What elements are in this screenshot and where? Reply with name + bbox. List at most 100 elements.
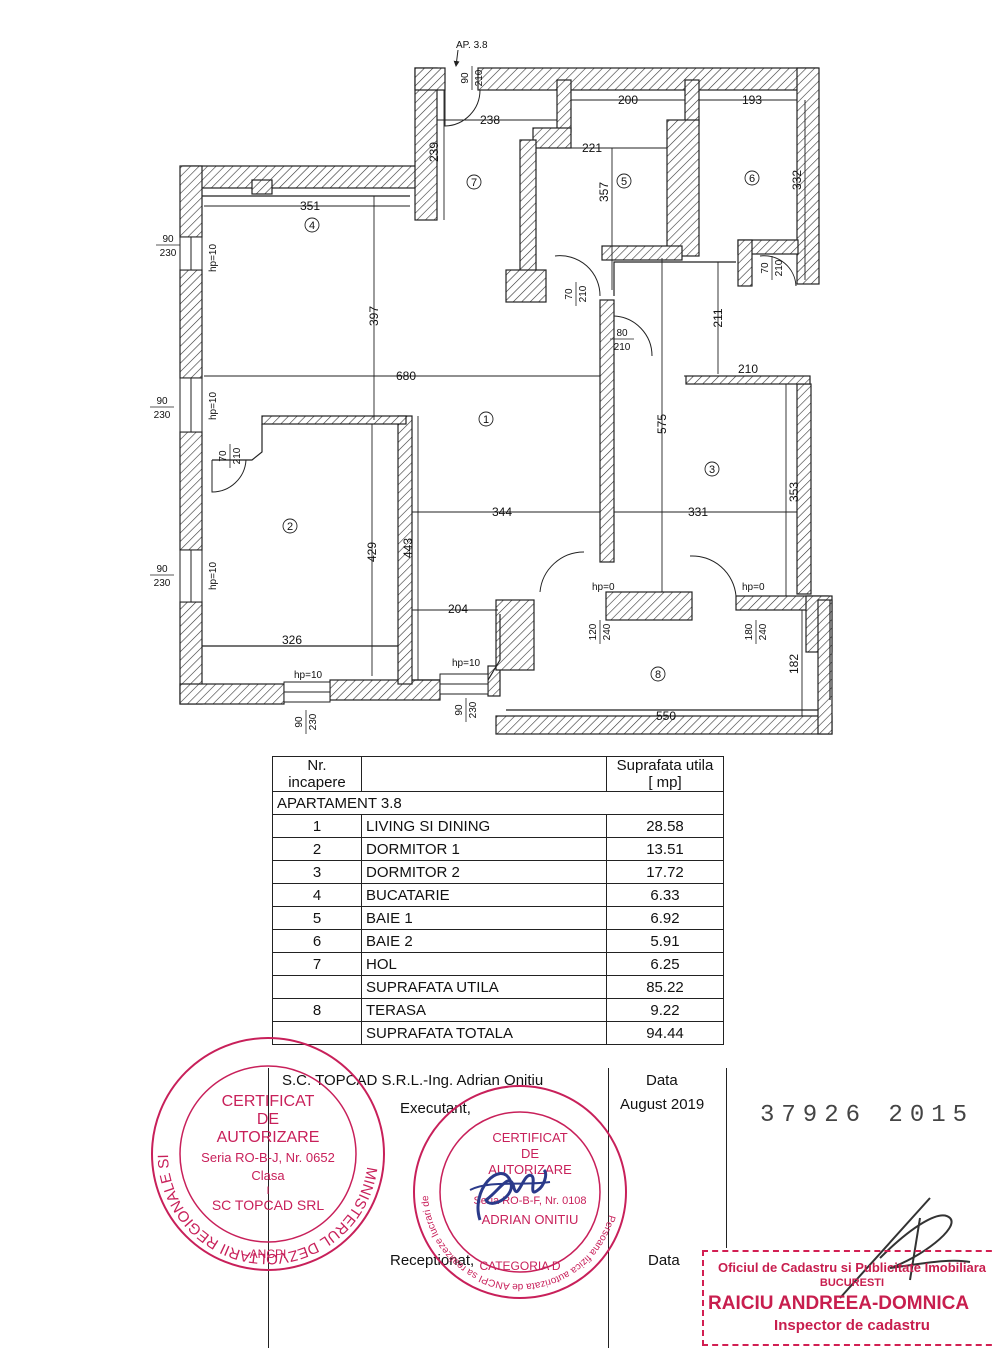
svg-text:90: 90 xyxy=(294,716,305,728)
svg-text:DE: DE xyxy=(521,1146,539,1161)
svg-text:Seria RO-B-F, Nr. 0108: Seria RO-B-F, Nr. 0108 xyxy=(473,1195,586,1207)
svg-text:70: 70 xyxy=(564,288,575,300)
dim-326: 326 xyxy=(282,633,302,647)
door-1-label: 80 210 xyxy=(610,328,634,353)
dim-332: 332 xyxy=(790,170,804,190)
apartment-marker: AP. 3.8 xyxy=(453,40,488,67)
svg-text:70: 70 xyxy=(218,450,229,462)
dim-200: 200 xyxy=(618,93,638,107)
dim-344: 344 xyxy=(492,505,512,519)
svg-text:AUTORIZARE: AUTORIZARE xyxy=(217,1129,320,1146)
dim-680: 680 xyxy=(396,369,416,383)
sign-left-border xyxy=(268,1068,269,1348)
window-4-label: 90 230 xyxy=(156,234,180,259)
door-5-label: 70 210 xyxy=(564,282,589,306)
header-name xyxy=(361,756,607,792)
company-name: S.C. TOPCAD S.R.L.-Ing. Adrian Onitiu xyxy=(282,1072,544,1089)
section-label: APARTAMENT 3.8 xyxy=(272,791,724,815)
svg-text:80: 80 xyxy=(616,328,628,339)
svg-text:AUTORIZARE: AUTORIZARE xyxy=(488,1162,572,1177)
svg-text:240: 240 xyxy=(758,623,769,640)
svg-text:90: 90 xyxy=(454,704,465,716)
svg-text:CERTIFICAT: CERTIFICAT xyxy=(222,1093,315,1110)
door-terrace-1-label: 120 240 xyxy=(588,620,613,644)
header-area: Suprafata utila[ mp] xyxy=(606,756,724,792)
svg-text:Clasa: Clasa xyxy=(251,1168,285,1183)
data-label: Data xyxy=(646,1072,678,1089)
svg-text:230: 230 xyxy=(468,701,479,718)
svg-text:120: 120 xyxy=(588,623,599,640)
dim-221: 221 xyxy=(582,141,602,155)
dim-575: 575 xyxy=(655,414,669,434)
sign-divider xyxy=(608,1068,609,1348)
svg-text:230: 230 xyxy=(160,248,177,259)
area-table: Nr.incapere Suprafata utila[ mp] APARTAM… xyxy=(272,756,724,1045)
ancpi-text: ANCPI xyxy=(250,1247,287,1261)
serial-number: 37926 2015 xyxy=(760,1102,975,1129)
sign-right-border xyxy=(726,1068,727,1248)
window-bottom-2-label: 90 230 xyxy=(294,710,319,734)
svg-text:90: 90 xyxy=(156,396,168,407)
window-2-label: 90 230 xyxy=(150,564,174,589)
apartment-marker-text: AP. 3.8 xyxy=(456,40,488,51)
date-value: August 2019 xyxy=(620,1096,705,1113)
table-header: Nr.incapere Suprafata utila[ mp] xyxy=(272,756,724,792)
data-label-2: Data xyxy=(648,1252,680,1269)
svg-text:210: 210 xyxy=(614,342,631,353)
svg-text:90: 90 xyxy=(162,234,174,245)
room-number-8: 8 xyxy=(655,669,661,681)
dim-550: 550 xyxy=(656,709,676,723)
dim-239: 239 xyxy=(427,142,441,162)
svg-text:240: 240 xyxy=(602,623,613,640)
window-bottom-1-label: 90 230 xyxy=(454,698,479,722)
svg-text:DE: DE xyxy=(257,1111,279,1128)
svg-text:CATEGORIA D: CATEGORIA D xyxy=(479,1259,560,1273)
dimension-lines xyxy=(204,90,818,717)
dim-193: 193 xyxy=(742,93,762,107)
ministry-stamp: MINISTERUL DEZVOLTARII REGIONALE SI ADMI… xyxy=(148,1034,385,1271)
svg-text:70: 70 xyxy=(760,262,771,274)
room-number-4: 4 xyxy=(309,220,315,232)
hp-label-door-1: hp=0 xyxy=(592,582,615,593)
door-6-label: 70 210 xyxy=(760,256,785,280)
hp-label-bottom-1: hp=10 xyxy=(452,658,481,669)
receptionat-label: Receptionat, xyxy=(390,1252,475,1269)
windows xyxy=(179,236,489,703)
window-1-label: 90 230 xyxy=(150,396,174,421)
room-number-5: 5 xyxy=(621,176,627,188)
dim-210: 210 xyxy=(738,362,758,376)
svg-text:90: 90 xyxy=(156,564,168,575)
dim-182: 182 xyxy=(787,654,801,674)
dim-238: 238 xyxy=(480,113,500,127)
executant-label: Executant, xyxy=(400,1100,471,1117)
dim-211: 211 xyxy=(711,308,725,327)
svg-text:210: 210 xyxy=(578,285,589,302)
section-row: APARTAMENT 3.8 xyxy=(272,791,724,815)
hp-label-1: hp=10 xyxy=(208,392,219,421)
ocpi-stamp: Oficiul de Cadastru si Publicitate Imobi… xyxy=(702,1250,992,1346)
svg-text:Seria RO-B-J, Nr. 0652: Seria RO-B-J, Nr. 0652 xyxy=(201,1150,335,1165)
door-swings xyxy=(211,89,797,597)
room-numbers xyxy=(282,170,760,682)
svg-text:230: 230 xyxy=(154,410,171,421)
exterior-walls xyxy=(179,67,833,735)
hp-label-door-3: hp=0 xyxy=(742,582,765,593)
header-nr: Nr.incapere xyxy=(272,756,362,792)
dim-357: 357 xyxy=(597,182,611,202)
dim-429: 429 xyxy=(365,542,379,562)
svg-text:90: 90 xyxy=(460,72,471,84)
svg-text:210: 210 xyxy=(774,259,785,276)
inspector-signature xyxy=(839,1197,971,1299)
svg-text:ADRIAN ONITIU: ADRIAN ONITIU xyxy=(482,1212,579,1227)
room-number-6: 6 xyxy=(749,173,755,185)
